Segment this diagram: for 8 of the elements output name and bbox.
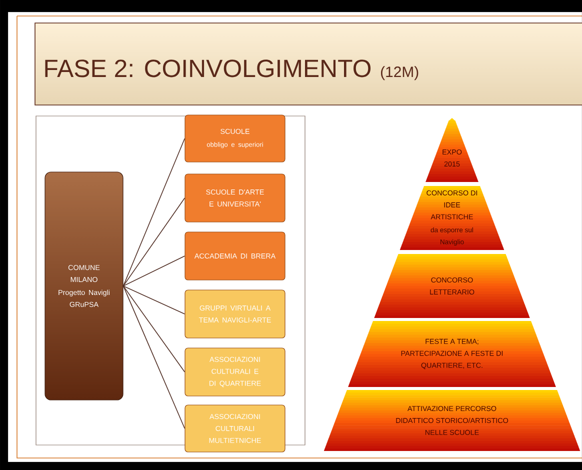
connector-line bbox=[122, 256, 186, 286]
connector-line bbox=[122, 198, 186, 286]
connector-line bbox=[122, 138, 186, 286]
connector-line bbox=[122, 286, 186, 429]
connector-line bbox=[122, 286, 186, 314]
connector-line bbox=[122, 286, 186, 372]
title: FASE 2: COINVOLGIMENTO bbox=[45, 60, 371, 78]
duration-label: (12M) bbox=[381, 66, 418, 80]
